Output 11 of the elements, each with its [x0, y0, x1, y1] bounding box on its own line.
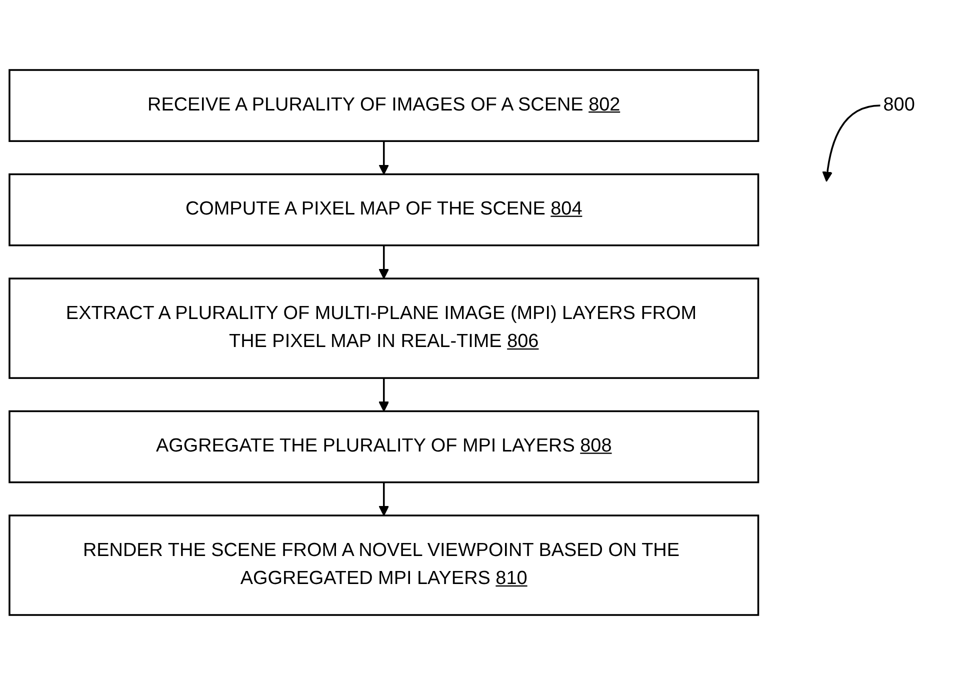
arrow [378, 378, 390, 412]
arrow [378, 141, 390, 175]
process-box: AGGREGATE THE PLURALITY OF MPI LAYERS 808 [8, 410, 760, 484]
arrow [378, 482, 390, 516]
process-box: EXTRACT A PLURALITY OF MULTI-PLANE IMAGE (MPI) LAYERS FROM THE PIXEL MAP IN REAL-TIME 806 [8, 278, 760, 379]
reference-arrow [822, 104, 880, 182]
process-box: RECEIVE A PLURALITY OF IMAGES OF A SCENE 802 [8, 69, 760, 142]
reference-number: 800 [883, 94, 915, 116]
process-box: COMPUTE A PIXEL MAP OF THE SCENE 804 [8, 173, 760, 246]
process-box: RENDER THE SCENE FROM A NOVEL VIEWPOINT BASED ON THE AGGREGATED MPI LAYERS 810 [8, 514, 760, 616]
arrow [378, 245, 390, 279]
